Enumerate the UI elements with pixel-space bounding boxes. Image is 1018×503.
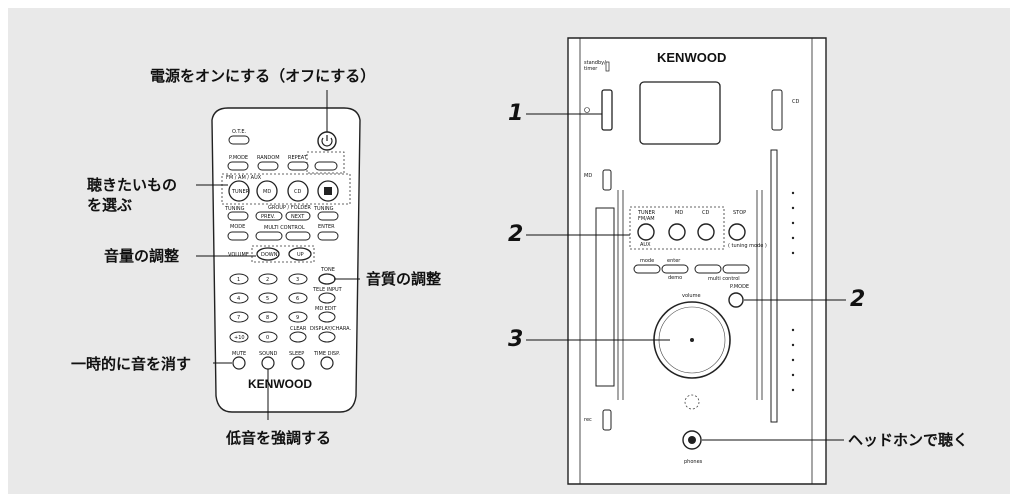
svg-text:DISPLAY/CHARA.: DISPLAY/CHARA. bbox=[310, 326, 351, 332]
main-unit: KENWOOD standby/ timer MD CD TUNER FM/AM bbox=[567, 37, 827, 485]
svg-text:P.MODE: P.MODE bbox=[730, 284, 749, 290]
unit-power-button[interactable] bbox=[601, 89, 613, 131]
label-select-line2: を選ぶ bbox=[87, 196, 133, 214]
svg-text:RANDOM: RANDOM bbox=[257, 155, 280, 161]
svg-text:P.MODE: P.MODE bbox=[229, 155, 248, 161]
unit-cd-button[interactable] bbox=[697, 223, 715, 241]
svg-text:CD: CD bbox=[294, 189, 301, 195]
svg-text:MD: MD bbox=[263, 189, 271, 195]
svg-text:8: 8 bbox=[266, 315, 269, 321]
remote-cd-button[interactable] bbox=[287, 180, 309, 202]
svg-text:CD: CD bbox=[702, 210, 709, 216]
remote-numeric-keypad: 1 2 3 4 5 6 TELE INPUT 7 8 9 MD EDIT +10… bbox=[229, 273, 351, 343]
svg-text:MD: MD bbox=[675, 210, 683, 216]
unit-tuner-button[interactable] bbox=[637, 223, 655, 241]
svg-text:0: 0 bbox=[266, 335, 269, 341]
label-tone: 音質の調整 bbox=[366, 270, 442, 288]
label-mute: 一時的に音を消す bbox=[71, 355, 192, 373]
remote-brand-logo: KENWOOD bbox=[248, 377, 312, 391]
svg-text:mode: mode bbox=[640, 258, 654, 264]
svg-text:CD: CD bbox=[792, 99, 799, 105]
svg-text:rec: rec bbox=[584, 417, 592, 423]
svg-text:TUNER: TUNER bbox=[637, 210, 656, 216]
svg-text:7: 7 bbox=[237, 315, 240, 321]
remote-volume-up[interactable] bbox=[288, 247, 312, 261]
svg-text:KENWOOD: KENWOOD bbox=[657, 50, 726, 65]
svg-text:TUNER: TUNER bbox=[231, 189, 250, 195]
svg-text:5: 5 bbox=[266, 296, 269, 302]
remote-mute-button[interactable] bbox=[232, 356, 246, 370]
svg-text:MULTI CONTROL: MULTI CONTROL bbox=[264, 225, 305, 231]
remote-md-button[interactable] bbox=[256, 180, 278, 202]
svg-text:CLEAR: CLEAR bbox=[290, 326, 307, 332]
remote-control: O.T.E. P.MODE RANDOM REPEAT FM / AM / AU… bbox=[211, 107, 361, 413]
svg-text:TUNING: TUNING bbox=[313, 206, 334, 212]
svg-text:VOLUME: VOLUME bbox=[228, 252, 249, 258]
svg-text:timer: timer bbox=[584, 66, 598, 72]
svg-text:FM/AM: FM/AM bbox=[638, 216, 655, 222]
callout-2-left: 2 bbox=[508, 222, 524, 247]
svg-text:NEXT: NEXT bbox=[291, 214, 305, 220]
unit-pmode-button[interactable] bbox=[728, 292, 744, 308]
svg-text:MD EDIT: MD EDIT bbox=[315, 306, 337, 312]
label-select-line1: 聴きたいもの bbox=[87, 176, 178, 194]
label-power: 電源をオンにする（オフにする） bbox=[150, 67, 376, 85]
svg-text:TELE INPUT: TELE INPUT bbox=[312, 287, 343, 293]
svg-text:2: 2 bbox=[266, 277, 269, 283]
callout-2-right: 2 bbox=[850, 287, 866, 312]
svg-text:multi control: multi control bbox=[708, 276, 740, 282]
svg-text:volume: volume bbox=[682, 293, 701, 299]
svg-text:phones: phones bbox=[684, 459, 703, 465]
svg-text:TUNING: TUNING bbox=[224, 206, 245, 212]
svg-text:PREV.: PREV. bbox=[261, 214, 275, 220]
svg-text:MODE: MODE bbox=[230, 224, 245, 230]
svg-text:SOUND: SOUND bbox=[259, 351, 278, 357]
svg-text:DOWN: DOWN bbox=[261, 252, 278, 258]
svg-text:3: 3 bbox=[296, 277, 299, 283]
svg-text:+10: +10 bbox=[234, 335, 245, 341]
label-headphones: ヘッドホンで聴く bbox=[848, 431, 969, 449]
callout-3: 3 bbox=[508, 327, 524, 352]
diagram-panel bbox=[8, 8, 1010, 494]
svg-text:O.T.E.: O.T.E. bbox=[232, 129, 247, 135]
svg-text:ENTER: ENTER bbox=[318, 224, 335, 230]
svg-text:STOP: STOP bbox=[733, 210, 746, 216]
svg-text:4: 4 bbox=[237, 296, 240, 302]
unit-display bbox=[639, 81, 721, 145]
remote-tone-button[interactable] bbox=[318, 273, 336, 285]
unit-leader-lines bbox=[526, 113, 846, 441]
remote-sound-button[interactable] bbox=[261, 356, 275, 370]
svg-text:enter: enter bbox=[667, 258, 681, 264]
svg-text:GROUP / FOLDER: GROUP / FOLDER bbox=[268, 205, 311, 211]
svg-text:MUTE: MUTE bbox=[232, 351, 246, 357]
svg-text:TIME DISP.: TIME DISP. bbox=[313, 351, 340, 357]
svg-text:REPEAT: REPEAT bbox=[288, 155, 308, 161]
label-bass: 低音を強調する bbox=[226, 429, 332, 447]
remote-volume-down[interactable] bbox=[256, 247, 280, 261]
svg-text:FM / AM / AUX: FM / AM / AUX bbox=[226, 175, 262, 181]
unit-stop-button[interactable] bbox=[728, 223, 746, 241]
svg-text:UP: UP bbox=[297, 252, 304, 258]
svg-text:MD: MD bbox=[584, 173, 592, 179]
svg-text:AUX: AUX bbox=[640, 242, 651, 248]
remote-leader-lines bbox=[196, 90, 360, 420]
svg-text:1: 1 bbox=[237, 277, 240, 283]
svg-text:SLEEP: SLEEP bbox=[289, 351, 304, 357]
svg-text:TONE: TONE bbox=[320, 267, 335, 273]
remote-tuner-button[interactable] bbox=[228, 180, 250, 202]
callout-1: 1 bbox=[508, 101, 524, 126]
svg-text:9: 9 bbox=[296, 315, 299, 321]
label-volume: 音量の調整 bbox=[104, 247, 180, 265]
svg-text:6: 6 bbox=[296, 296, 299, 302]
svg-text:standby/: standby/ bbox=[584, 60, 606, 66]
unit-md-button[interactable] bbox=[668, 223, 686, 241]
svg-text:( tuning mode ): ( tuning mode ) bbox=[728, 243, 767, 249]
svg-text:demo: demo bbox=[668, 275, 682, 281]
